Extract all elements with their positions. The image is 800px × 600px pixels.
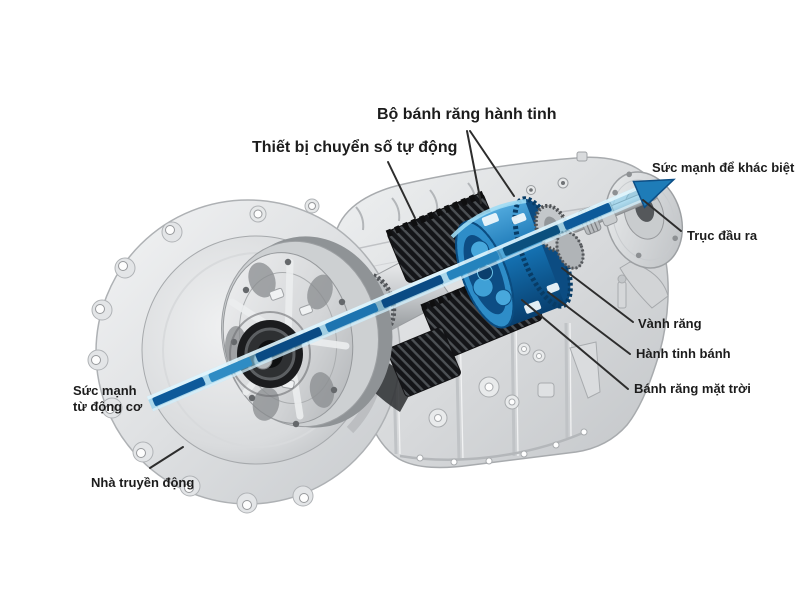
planet-gears	[470, 240, 512, 307]
power-flow-arrow	[146, 178, 676, 412]
planetary-gearset	[450, 196, 573, 329]
drum-bolts	[230, 258, 346, 428]
drum-tabs	[269, 287, 313, 390]
bell-flange-lugs	[87, 198, 320, 514]
leader-lines	[149, 130, 682, 469]
label-sun-gear: Bánh răng mặt trời	[634, 381, 751, 396]
label-power-in-line1: Sức mạnh	[73, 383, 137, 398]
label-housing: Nhà truyền động	[91, 475, 195, 490]
label-planetary-gearset: Bộ bánh răng hành tinh	[377, 106, 557, 123]
planetary-tabs	[481, 213, 560, 314]
label-power-in: Sức mạnh từ động cơ	[73, 383, 142, 414]
label-output-shaft: Trục đầu ra	[687, 228, 758, 243]
label-ring-gear: Vành răng	[638, 316, 702, 331]
label-power-in-line2: từ động cơ	[73, 398, 143, 414]
case-top-bolts	[526, 151, 588, 195]
label-shift-device: Thiết bị chuyển số tự động	[252, 139, 458, 156]
label-planet-gear: Hành tinh bánh	[636, 346, 731, 361]
shaft-segments	[152, 203, 612, 406]
pan-flange-bolts	[416, 428, 588, 466]
label-power-out: Sức mạnh để khác biệt	[652, 160, 795, 175]
